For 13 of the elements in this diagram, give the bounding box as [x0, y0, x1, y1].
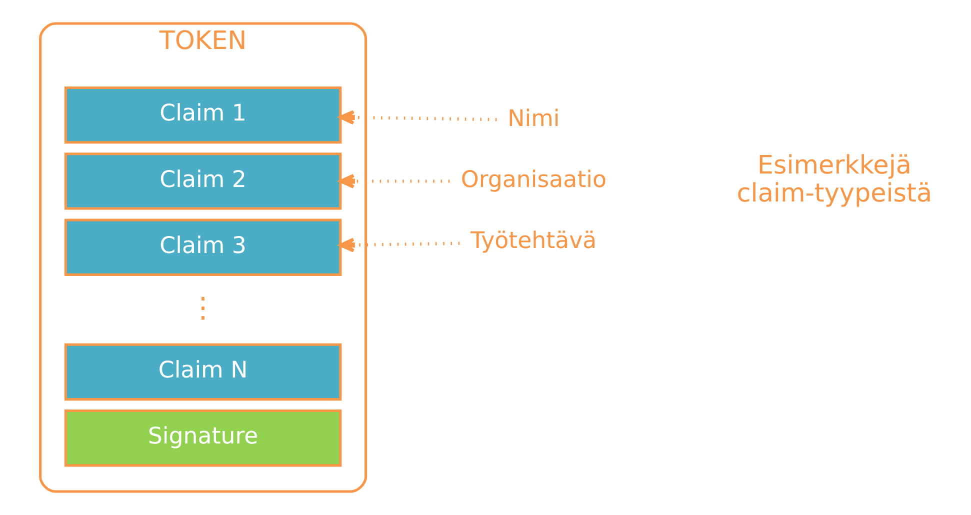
arrow	[338, 238, 460, 252]
node-text: Organisaatio	[460, 166, 606, 193]
node-text: Nimi	[507, 106, 560, 132]
label: Esimerkkejä claim-tyypeistä	[736, 150, 932, 208]
arrow	[338, 174, 450, 188]
node-box: Claim 2	[64, 152, 342, 210]
arrow	[338, 110, 496, 125]
node-box: Signature	[64, 409, 342, 467]
node-text: Työtehtävä	[470, 228, 596, 254]
node-box: Claim 3	[64, 218, 342, 276]
label: ⋮	[188, 290, 217, 324]
node-box: Claim 1	[64, 86, 342, 144]
node-box: Claim N	[64, 343, 342, 401]
